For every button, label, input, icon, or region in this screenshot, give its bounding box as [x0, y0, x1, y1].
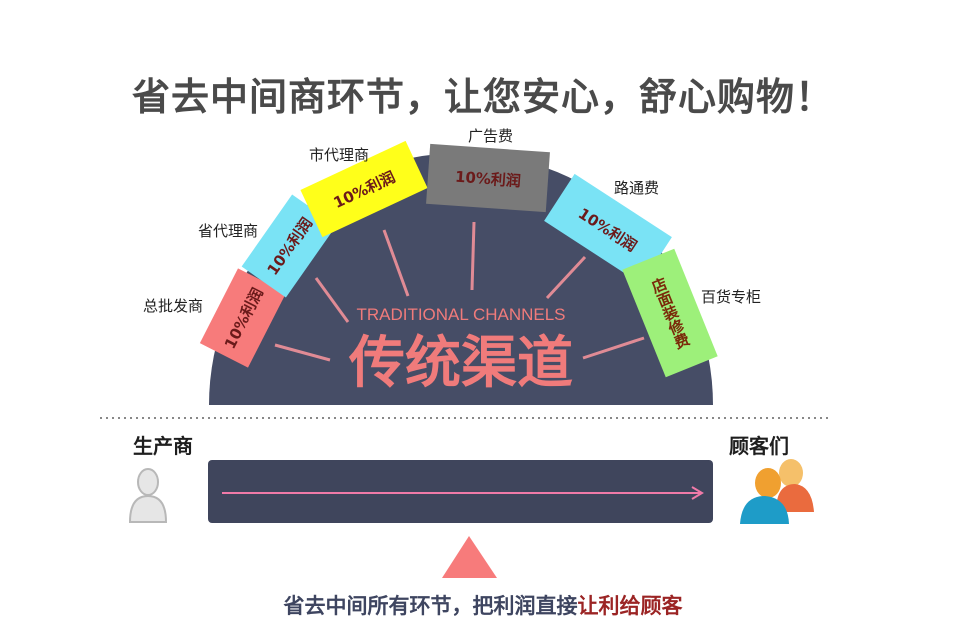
dome-title-en: TRADITIONAL CHANNELS — [356, 305, 565, 324]
flow-arrow-head-icon — [691, 486, 704, 500]
segment-tag-province-agent: 10%利润 — [241, 194, 337, 298]
dome-rays — [274, 221, 645, 362]
svg-text:10%利润: 10%利润 — [454, 168, 521, 191]
segment-label-advertising: 广告费 — [468, 127, 513, 145]
flow-bar — [208, 460, 713, 523]
segment-tag-advertising: 10%利润 — [426, 143, 550, 213]
footer-text-main: 省去中间所有环节，把利润直接 — [283, 594, 578, 618]
segment-label-road-fee: 路通费 — [614, 179, 659, 197]
segment-tag-road-fee: 10%利润 — [544, 173, 672, 285]
footer-text: 省去中间所有环节，把利润直接让利给顾客 — [0, 590, 966, 620]
segment-label-wholesaler: 总批发商 — [143, 297, 203, 315]
dome-title-cn: 传统渠道 — [348, 331, 573, 396]
segment-tag-department-store: 店面装修费 — [622, 248, 718, 378]
segment-label-department-store: 百货专柜 — [701, 288, 761, 306]
segment-tag-city-agent: 10%利润 — [300, 140, 428, 238]
headline: 省去中间商环节，让您安心，舒心购物！ — [131, 75, 834, 119]
segment-label-province-agent: 省代理商 — [198, 222, 258, 240]
producer-person-icon — [128, 468, 168, 523]
customers-label: 顾客们 — [729, 434, 789, 458]
segment-label-city-agent: 市代理商 — [309, 146, 369, 164]
producer-label: 生产商 — [133, 434, 193, 458]
footer-text-highlight: 让利给顾客 — [577, 594, 683, 618]
segment-tag-wholesaler: 10%利润 — [199, 268, 287, 368]
customers-people-icon — [740, 459, 814, 524]
pivot-triangle-icon — [442, 536, 497, 578]
